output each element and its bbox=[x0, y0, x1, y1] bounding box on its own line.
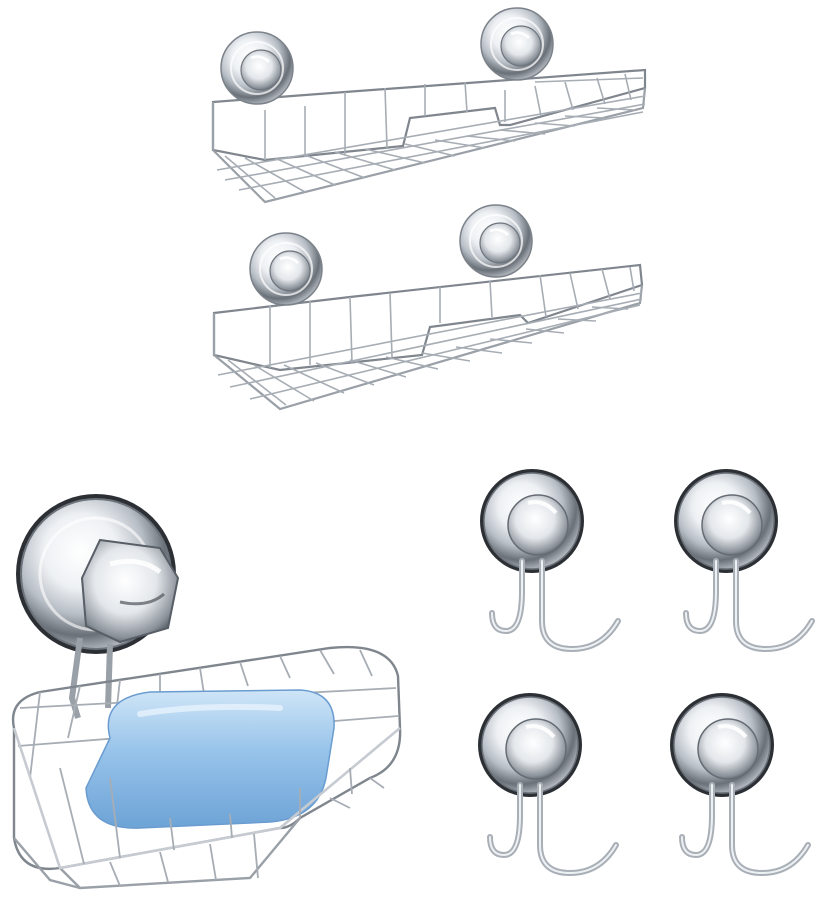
shower-basket-top bbox=[205, 6, 655, 210]
shower-basket-bottom bbox=[210, 203, 650, 415]
hook-2 bbox=[674, 469, 812, 649]
shower-basket-top-image bbox=[211, 6, 647, 204]
hook-set-image bbox=[470, 465, 830, 910]
hook-4 bbox=[670, 693, 808, 873]
soap-dish-image bbox=[11, 494, 402, 890]
shower-basket-bottom-image bbox=[212, 203, 644, 411]
hook-3 bbox=[478, 693, 616, 873]
soap-dish bbox=[0, 478, 420, 910]
hook-set bbox=[470, 465, 830, 910]
hook-1 bbox=[480, 469, 618, 649]
